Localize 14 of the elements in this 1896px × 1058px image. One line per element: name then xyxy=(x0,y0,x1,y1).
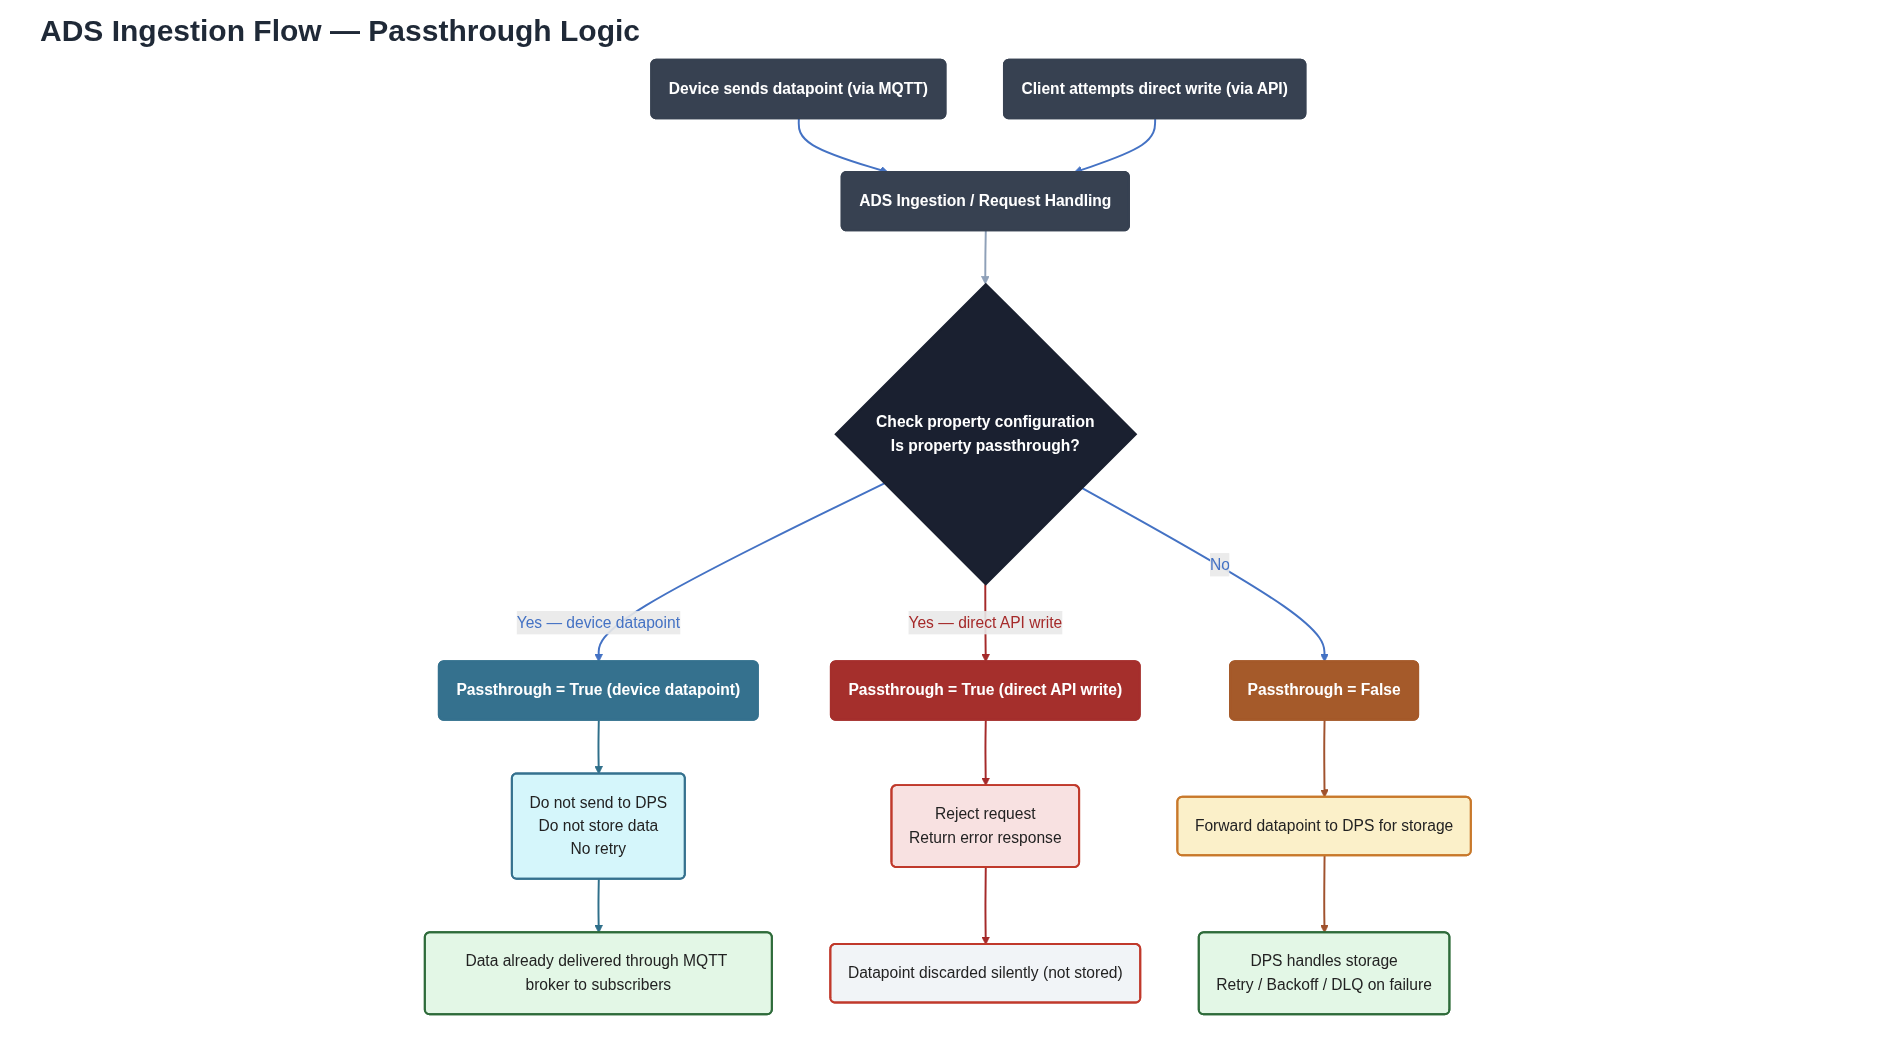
arrow xyxy=(1080,486,1329,663)
edge-label: Yes — direct API write xyxy=(908,614,1063,631)
arrow xyxy=(1320,719,1329,798)
arrow xyxy=(594,482,886,663)
edge-label: No xyxy=(1210,556,1231,573)
edge-label: Yes — device datapoint xyxy=(516,614,681,631)
arrow xyxy=(594,878,604,934)
arrow xyxy=(981,229,990,285)
arrow xyxy=(981,719,991,786)
node-diamond: Check property configuration Is property passthrough? xyxy=(834,282,1138,586)
arrow xyxy=(981,866,991,945)
arrow xyxy=(1320,854,1329,934)
arrow xyxy=(594,719,604,775)
diagram-title: ADS Ingestion Flow — Passthrough Logic xyxy=(40,14,641,48)
